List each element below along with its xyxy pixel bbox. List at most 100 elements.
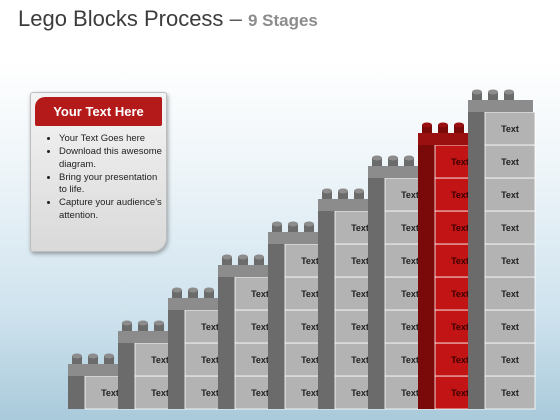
block-label: Text [501,355,519,365]
lego-stud-top [138,320,148,326]
block-label: Text [401,256,419,266]
title-main: Lego Blocks Process [18,6,224,31]
lego-stud [504,92,514,100]
block-label: Text [451,289,469,299]
lego-stud [404,158,414,166]
block-label: Text [501,322,519,332]
lego-stud [122,323,132,331]
lego-stud [354,191,364,199]
block-label: Text [451,355,469,365]
lego-stud [488,92,498,100]
card-bullet: Download this awesome diagram. [59,146,164,171]
lego-stud-top [322,188,332,194]
lego-stud-top [122,320,132,326]
lego-stud [238,257,248,265]
column-top-plate [418,133,483,145]
block-label: Text [151,388,169,398]
lego-stud [104,356,114,364]
lego-stud [188,290,198,298]
block-label: Text [101,388,119,398]
page-title: Lego Blocks Process – 9 Stages [18,6,318,32]
column-side-face [118,343,135,409]
block-label: Text [451,157,469,167]
block-label: Text [351,223,369,233]
lego-stud [372,158,382,166]
lego-stud-top [222,254,232,260]
block-label: Text [301,256,319,266]
lego-block [484,309,536,344]
block-label: Text [301,289,319,299]
block-label: Text [401,289,419,299]
lego-stud [222,257,232,265]
block-label: Text [401,355,419,365]
block-label: Text [351,355,369,365]
block-label: Text [351,289,369,299]
lego-stud [172,290,182,298]
block-label: Text [401,190,419,200]
block-label: Text [501,289,519,299]
lego-stud-top [172,287,182,293]
column-side-face [418,145,435,409]
lego-stud [154,323,164,331]
lego-stud [254,257,264,265]
lego-stud [472,92,482,100]
lego-stud-top [254,254,264,260]
block-label: Text [401,322,419,332]
lego-stud-top [304,221,314,227]
title-dash: – [229,6,242,31]
lego-stud-top [238,254,248,260]
lego-stud-top [504,89,514,95]
lego-stud-top [288,221,298,227]
block-label: Text [151,355,169,365]
lego-stud-top [454,122,464,128]
block-label: Text [501,124,519,134]
block-label: Text [501,157,519,167]
lego-block [484,210,536,245]
lego-block [484,144,536,179]
block-label: Text [501,256,519,266]
text-card: Your Text Here Your Text Goes here Downl… [30,92,167,252]
column-top-plate [68,364,133,376]
lego-stud [204,290,214,298]
card-bullet: Capture your audience’s attention. [59,197,164,222]
column-side-face [318,211,335,409]
lego-stud-top [404,155,414,161]
column-side-face [168,310,185,409]
lego-stud-top [272,221,282,227]
lego-stud [422,125,432,133]
lego-stud [454,125,464,133]
card-heading: Your Text Here [35,97,162,126]
stage-column: Text [68,353,136,410]
column-top-plate [318,199,383,211]
card-bullet: Your Text Goes here [59,133,164,146]
block-label: Text [501,388,519,398]
block-label: Text [251,322,269,332]
block-label: Text [351,256,369,266]
block-label: Text [201,322,219,332]
lego-stud [272,224,282,232]
block-label: Text [251,388,269,398]
card-bullet: Bring your presentation to life. [59,172,164,197]
title-subtitle: 9 Stages [247,11,318,30]
block-label: Text [351,388,369,398]
lego-stud [322,191,332,199]
lego-stud [388,158,398,166]
column-side-face [368,178,385,409]
lego-stud-top [422,122,432,128]
column-top-plate [268,232,333,244]
lego-block [484,111,536,146]
block-label: Text [251,289,269,299]
lego-stud-top [488,89,498,95]
card-bullet-list: Your Text Goes here Download this awesom… [39,133,164,223]
lego-stud-top [338,188,348,194]
lego-stud [138,323,148,331]
block-label: Text [501,223,519,233]
column-side-face [268,244,285,409]
lego-stud [304,224,314,232]
block-label: Text [201,355,219,365]
block-label: Text [201,388,219,398]
lego-stud [72,356,82,364]
lego-stud-top [354,188,364,194]
